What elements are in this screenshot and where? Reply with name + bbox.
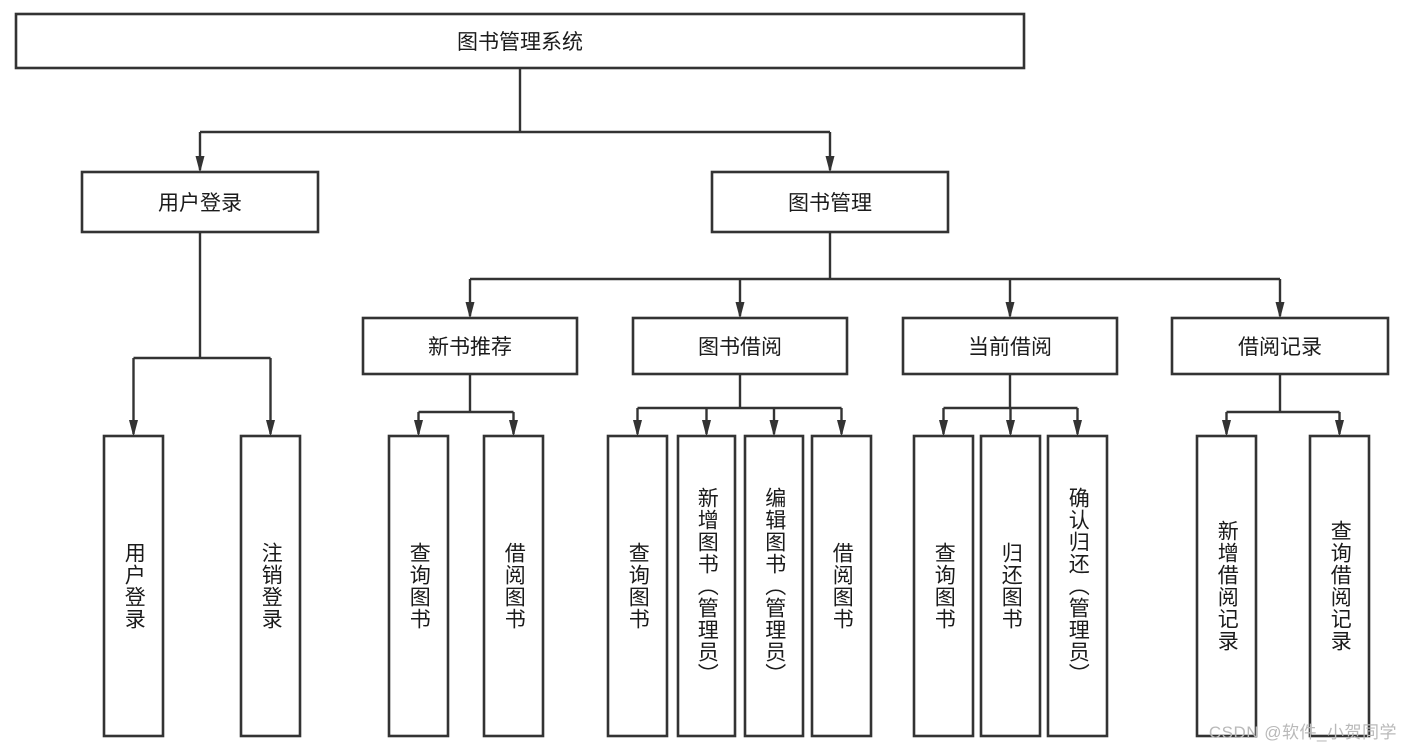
arrow-head-icon [1335,420,1344,437]
arrow-head-icon [465,302,475,319]
node-box-leaf-bo-query[interactable] [606,434,669,738]
arrow-head-icon [129,420,138,437]
arrow-head-icon [825,156,835,173]
arrow-head-icon [509,420,518,437]
node-box-records[interactable] [1170,316,1390,376]
arrow-head-icon [702,420,711,437]
arrow-head-icon [1073,420,1082,437]
node-box-root[interactable] [14,12,1026,70]
node-box-leaf-cu-query[interactable] [912,434,975,738]
arrow-head-icon [633,420,642,437]
node-box-leaf-re-add[interactable] [1195,434,1258,738]
connector-layer [129,68,1344,437]
arrow-head-icon [266,420,275,437]
arrow-head-icon [1006,420,1015,437]
node-box-leaf-nb-query[interactable] [387,434,450,738]
arrow-head-icon [1275,302,1285,319]
node-box-leaf-cu-return[interactable] [979,434,1042,738]
node-box-login[interactable] [80,170,320,234]
arrow-head-icon [769,420,779,437]
arrow-head-icon [195,156,205,173]
node-box-leaf-bo-borrow[interactable] [810,434,873,738]
node-box-borrow[interactable] [631,316,849,376]
arrow-head-icon [837,420,846,437]
node-box-leaf-cu-confirm[interactable] [1046,434,1109,738]
node-box-leaf-nb-borrow[interactable] [482,434,545,738]
node-box-leaf-user-login[interactable] [102,434,165,738]
node-box-leaf-bo-add[interactable] [676,434,737,738]
node-box-leaf-user-logout[interactable] [239,434,302,738]
node-box-current[interactable] [901,316,1119,376]
arrow-head-icon [735,302,745,319]
node-box-bookmgr[interactable] [710,170,950,234]
node-box-leaf-bo-edit[interactable] [743,434,805,738]
arrow-head-icon [1222,420,1231,437]
arrow-head-icon [1005,302,1015,319]
arrow-head-icon [939,420,948,437]
node-box-layer [14,12,1390,738]
node-box-newbook[interactable] [361,316,579,376]
node-box-leaf-re-query[interactable] [1308,434,1371,738]
arrow-head-icon [414,420,423,437]
watermark-text: CSDN @软件_小贺同学 [1208,723,1397,742]
